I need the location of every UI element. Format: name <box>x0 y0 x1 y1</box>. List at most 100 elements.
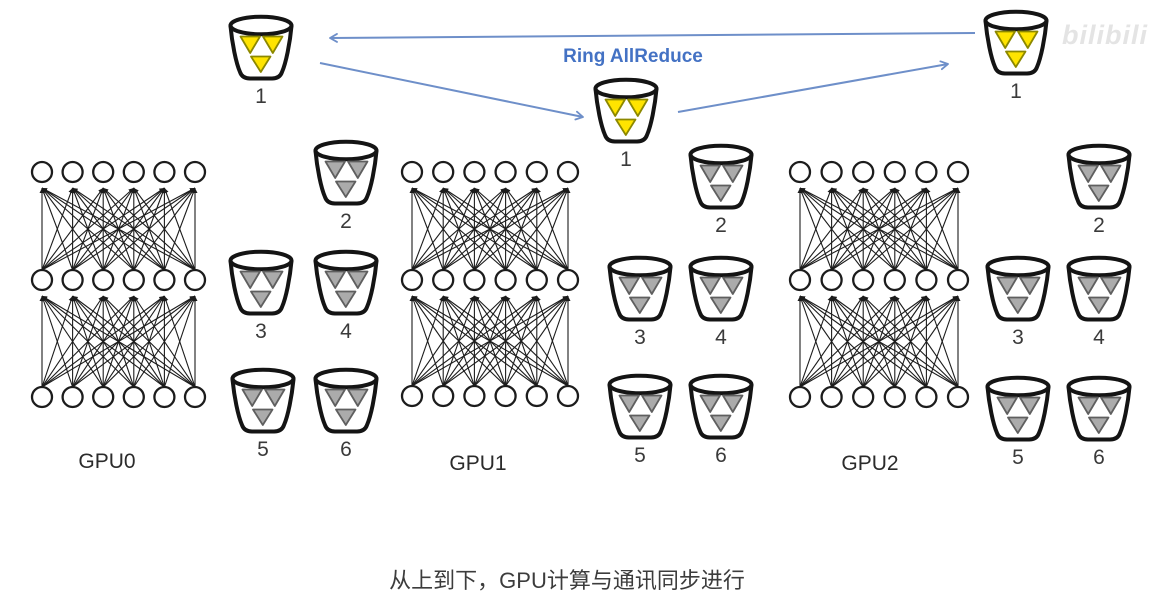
gradient-triangle-icon <box>994 30 1016 49</box>
bucket-rim <box>230 367 296 390</box>
neuron <box>883 385 906 409</box>
bucket-rim <box>607 255 673 278</box>
neuron <box>915 268 938 292</box>
neuron <box>92 268 115 292</box>
neuron <box>463 160 486 184</box>
bucket-number: 3 <box>634 326 646 349</box>
gradient-triangle-icon <box>710 414 732 432</box>
gradient-triangle-icon <box>629 296 651 314</box>
bucket-number: 4 <box>1093 326 1105 349</box>
bucket-number: 6 <box>1093 446 1105 469</box>
neuron <box>400 268 424 292</box>
neuron <box>61 385 84 409</box>
neuron <box>525 384 548 408</box>
gpu0-bucket-1: 1 <box>228 14 294 108</box>
neuron <box>946 268 970 292</box>
gpu1-bucket-1: 1 <box>593 77 659 171</box>
gradient-triangle-icon <box>722 164 744 183</box>
neuron <box>883 160 906 184</box>
bucket-rim <box>1066 143 1132 166</box>
bilibili-watermark: bilibili <box>1062 20 1148 50</box>
neuron <box>61 268 84 292</box>
gradient-triangle-icon <box>618 276 640 295</box>
gpu2-bucket-4: 4 <box>1066 255 1132 349</box>
gpu0-bucket-3: 3 <box>228 249 294 343</box>
gradient-triangle-icon <box>324 160 346 179</box>
neuron <box>400 384 424 408</box>
gradient-triangle-icon <box>1077 276 1099 295</box>
bucket-rim <box>1066 255 1132 278</box>
neuron <box>820 268 843 292</box>
gradient-triangle-icon <box>1077 164 1099 183</box>
bucket-rim <box>1066 375 1132 398</box>
neuron <box>788 268 812 292</box>
gradient-triangle-icon <box>324 270 346 289</box>
gradient-triangle-icon <box>335 290 357 308</box>
neuron <box>122 160 145 184</box>
bucket-rim <box>228 14 294 37</box>
ring-allreduce-title: Ring AllReduce <box>563 46 703 67</box>
neuron <box>556 160 580 184</box>
gradient-triangle-icon <box>1100 276 1122 295</box>
gradient-triangle-icon <box>1077 396 1099 415</box>
gradient-triangle-icon <box>996 276 1018 295</box>
gpu0-bucket-6: 6 <box>313 367 379 461</box>
neuron <box>852 268 875 292</box>
gradient-triangle-icon <box>699 276 721 295</box>
bucket-rim <box>228 249 294 272</box>
gradient-triangle-icon <box>347 270 369 289</box>
ring-arrow-3 <box>677 60 949 113</box>
bucket-number: 1 <box>1010 80 1022 103</box>
gradient-triangle-icon <box>1007 416 1029 434</box>
neuron <box>463 384 486 408</box>
neuron <box>525 268 548 292</box>
gradient-triangle-icon <box>347 160 369 179</box>
bucket-rim <box>688 255 754 278</box>
neuron <box>788 385 812 409</box>
ring-arrow-1 <box>329 32 976 43</box>
bucket-rim <box>607 373 673 396</box>
neuron <box>153 385 176 409</box>
neuron <box>400 160 424 184</box>
gradient-triangle-icon <box>1005 50 1027 68</box>
bucket-number: 3 <box>1012 326 1024 349</box>
gradient-triangle-icon <box>241 388 263 407</box>
neuron <box>463 268 486 292</box>
gradient-triangle-icon <box>239 35 261 54</box>
gradient-triangle-icon <box>262 270 284 289</box>
gradient-triangle-icon <box>1088 184 1110 202</box>
neuron <box>883 268 906 292</box>
gpu1-network <box>400 160 580 408</box>
bucket-number: 4 <box>715 326 727 349</box>
gradient-triangle-icon <box>627 98 649 117</box>
gpu2-bucket-2: 2 <box>1066 143 1132 237</box>
gradient-triangle-icon <box>710 296 732 314</box>
gradient-triangle-icon <box>262 35 284 54</box>
neuron <box>432 268 455 292</box>
bucket-number: 3 <box>255 320 267 343</box>
gpu0-bucket-5: 5 <box>230 367 296 461</box>
gpu2-network <box>788 160 970 409</box>
bucket-number: 6 <box>340 438 352 461</box>
gradient-triangle-icon <box>239 270 261 289</box>
gradient-triangle-icon <box>1100 396 1122 415</box>
ring-arrows <box>319 32 976 121</box>
neuron <box>183 268 207 292</box>
bucket-rim <box>983 9 1049 32</box>
bucket-number: 5 <box>257 438 269 461</box>
bucket-number: 2 <box>1093 214 1105 237</box>
gpu0-network <box>30 160 207 409</box>
gradient-triangle-icon <box>710 184 732 202</box>
neuron <box>556 384 580 408</box>
bucket-rim <box>313 367 379 390</box>
gradient-triangle-icon <box>250 55 272 73</box>
neuron <box>494 268 517 292</box>
gpu2-bucket-6: 6 <box>1066 375 1132 469</box>
caption: 从上到下，GPU计算与通讯同步进行 <box>389 568 745 593</box>
neuron <box>30 385 54 409</box>
neuron <box>820 385 843 409</box>
neuron <box>852 160 875 184</box>
bucket-rim <box>688 143 754 166</box>
neuron <box>30 268 54 292</box>
